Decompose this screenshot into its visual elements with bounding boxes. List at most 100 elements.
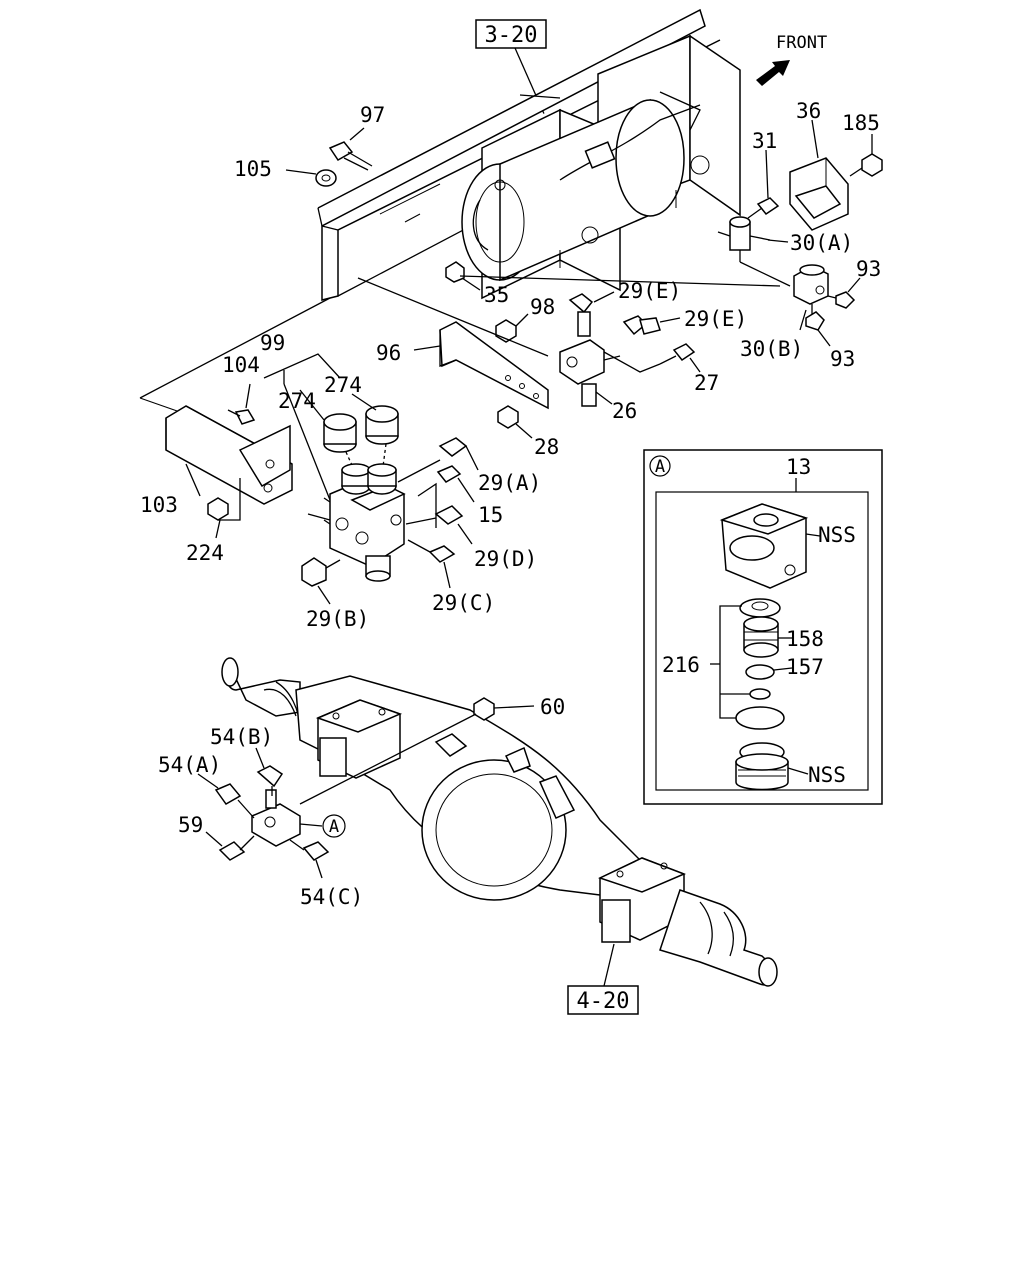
leader-105 xyxy=(285,169,317,175)
leader-29a xyxy=(465,445,479,471)
leader-30a xyxy=(767,239,789,243)
front-arrow-icon xyxy=(756,60,790,86)
leader-224 xyxy=(215,519,221,539)
bolt-27 xyxy=(659,343,696,365)
bolt-59 xyxy=(218,835,255,861)
leader-274b xyxy=(351,393,377,411)
link-frame-103 xyxy=(139,297,331,399)
link-frame-96 xyxy=(357,277,549,357)
link-26-27 xyxy=(603,351,661,373)
callout-104[interactable]: 104 xyxy=(222,353,260,377)
leader-104 xyxy=(245,383,251,409)
rear-axle xyxy=(221,657,778,987)
bracket-96 xyxy=(439,321,549,410)
callout-103[interactable]: 103 xyxy=(140,493,178,517)
elbow-29b xyxy=(301,557,341,587)
leader-nss-2 xyxy=(787,767,809,775)
callout-15[interactable]: 15 xyxy=(478,503,503,527)
leader-157 xyxy=(773,667,793,671)
nut-28 xyxy=(497,405,519,429)
leader-a xyxy=(299,823,323,827)
callout-274a[interactable]: 274 xyxy=(278,389,316,413)
nut-35 xyxy=(445,261,465,283)
link-103-valve xyxy=(307,513,331,521)
callout-54b[interactable]: 54(B) xyxy=(210,725,273,749)
detail-a-reference-marker[interactable] xyxy=(322,814,346,838)
fitting-54b xyxy=(256,765,284,796)
leader-29c xyxy=(443,561,451,589)
crossmember-assembly xyxy=(461,34,741,300)
callout-98[interactable]: 98 xyxy=(530,295,555,319)
callout-59[interactable]: 59 xyxy=(178,813,203,837)
callout-224[interactable]: 224 xyxy=(186,541,224,565)
block-30b xyxy=(793,264,829,305)
callout-27[interactable]: 27 xyxy=(694,371,719,395)
cap-274-right xyxy=(365,405,399,445)
callout-30b[interactable]: 30(B) xyxy=(740,337,803,361)
callout-29d[interactable]: 29(D) xyxy=(474,547,537,571)
callout-29b[interactable]: 29(B) xyxy=(306,607,369,631)
callout-96[interactable]: 96 xyxy=(376,341,401,365)
nut-60 xyxy=(473,697,495,721)
callout-93a[interactable]: 93 xyxy=(856,257,881,281)
callout-13[interactable]: 13 xyxy=(786,455,811,479)
callout-216[interactable]: 216 xyxy=(662,653,700,677)
fitting-54a xyxy=(214,783,242,805)
callout-29a[interactable]: 29(A) xyxy=(478,471,541,495)
leader-36 xyxy=(811,119,819,159)
fitting-29d xyxy=(434,505,464,525)
callout-274b[interactable]: 274 xyxy=(324,373,362,397)
ref-box-axle[interactable]: 4-20 xyxy=(567,985,639,1015)
ref-frame-label: 3-20 xyxy=(485,23,538,48)
link-30a-30b xyxy=(739,261,791,287)
callout-158[interactable]: 158 xyxy=(786,627,824,651)
callout-54a[interactable]: 54(A) xyxy=(158,753,221,777)
leader-nss-1 xyxy=(805,533,821,537)
link-valve-29a xyxy=(397,459,441,483)
callout-35[interactable]: 35 xyxy=(484,283,509,307)
callout-60[interactable]: 60 xyxy=(540,695,565,719)
bolt-31 xyxy=(747,197,780,219)
leader-29d xyxy=(457,523,473,545)
callout-185[interactable]: 185 xyxy=(842,111,880,135)
leader-98 xyxy=(515,313,529,327)
kit-216-parts xyxy=(735,598,785,730)
leader-54c xyxy=(315,859,323,879)
callout-nss-2[interactable]: NSS xyxy=(808,763,846,787)
detail-a-tag: A xyxy=(655,457,665,477)
ref-box-frame[interactable]: 3-20 xyxy=(475,19,547,49)
leader-29e-2 xyxy=(659,317,681,323)
callout-nss-1[interactable]: NSS xyxy=(818,523,856,547)
callout-93b[interactable]: 93 xyxy=(830,347,855,371)
tee-26 xyxy=(559,339,621,407)
callout-36[interactable]: 36 xyxy=(796,99,821,123)
fitting-93a xyxy=(835,291,856,309)
front-label: FRONT xyxy=(776,33,827,53)
leader-274a xyxy=(299,389,325,421)
callout-105[interactable]: 105 xyxy=(234,157,272,181)
valve-36 xyxy=(789,157,849,231)
leader-31 xyxy=(765,149,769,199)
callout-30a[interactable]: 30(A) xyxy=(790,231,853,255)
callout-29e-2[interactable]: 29(E) xyxy=(684,307,747,331)
ref-axle-leader xyxy=(603,943,615,987)
leader-54b xyxy=(255,747,265,769)
callout-99[interactable]: 99 xyxy=(260,331,285,355)
callout-29c[interactable]: 29(C) xyxy=(432,591,495,615)
leader-93a xyxy=(847,277,861,293)
callout-157[interactable]: 157 xyxy=(786,655,824,679)
leader-59 xyxy=(205,831,223,847)
callout-31[interactable]: 31 xyxy=(752,129,777,153)
callout-28[interactable]: 28 xyxy=(534,435,559,459)
bolt-97 xyxy=(328,141,373,171)
callout-54c[interactable]: 54(C) xyxy=(300,885,363,909)
callout-97[interactable]: 97 xyxy=(360,103,385,127)
ref-axle-label: 4-20 xyxy=(577,989,630,1014)
leader-28 xyxy=(515,423,533,439)
leader-99 xyxy=(263,353,341,379)
detail-a-marker xyxy=(649,455,671,477)
leader-54a xyxy=(197,773,219,789)
callout-26[interactable]: 26 xyxy=(612,399,637,423)
leader-97 xyxy=(349,127,365,141)
